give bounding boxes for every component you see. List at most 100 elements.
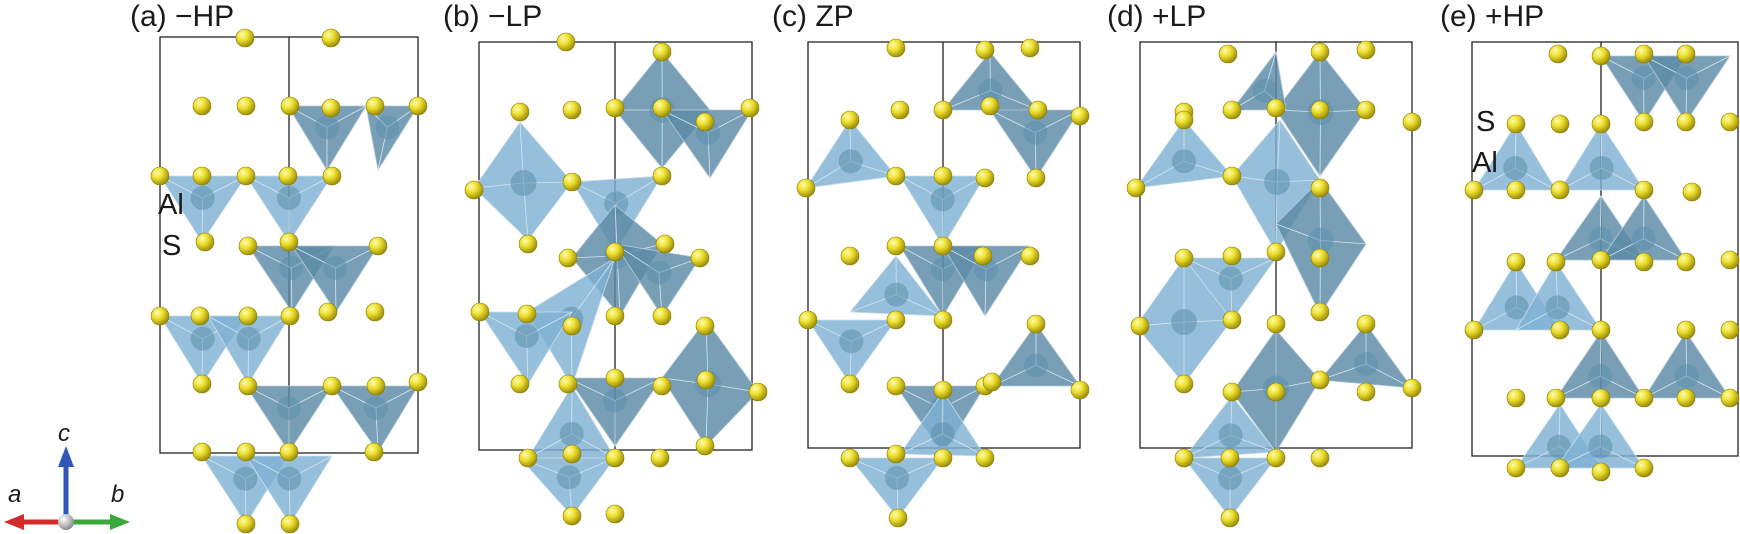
s-atom [1464,320,1484,340]
s-atom [408,96,428,116]
s-atom [605,504,625,524]
s-atom [1020,38,1040,58]
s-atom [238,376,258,396]
al-atom [277,186,301,210]
s-atom [279,232,299,252]
s-atom [1266,448,1286,468]
al-atom [557,465,581,490]
s-atom [365,302,385,322]
s-atom [1310,178,1330,198]
s-atom [1356,382,1376,402]
axes-indicator: c a b [4,420,130,530]
s-atom [696,370,716,390]
al-atom [604,191,629,216]
s-atom [1356,314,1376,334]
s-atom [238,236,258,256]
s-atom [1218,44,1238,64]
s-atom [1266,382,1286,402]
al-atom [978,78,1003,103]
al-atom [1547,434,1571,459]
al-atom [1354,352,1378,376]
al-atom [839,329,864,354]
s-atom [1130,316,1150,336]
s-atom [518,234,538,254]
s-atom [510,374,530,394]
s-atom [562,444,582,464]
al-atom [1588,434,1613,459]
al-atom [277,466,302,491]
s-atom [1506,114,1526,134]
s-atom [1634,180,1654,200]
s-atom [1634,458,1654,478]
s-atom [321,98,341,118]
s-atom [1464,180,1484,200]
panel-label-d: (d) +LP [1107,0,1206,33]
al-atom [1503,156,1528,180]
s-atom [1676,320,1696,340]
s-atom [1591,320,1611,340]
panel-d [1126,40,1422,528]
s-atom [470,302,490,322]
al-atom [510,170,537,196]
s-atom [695,316,715,336]
s-atom [975,40,995,60]
s-atom [1591,250,1611,270]
s-atom [933,380,953,400]
s-atom [1676,112,1696,132]
s-atom [655,234,675,254]
s-atom [517,304,537,324]
al-atom [1631,66,1656,90]
s-atom [1676,388,1696,408]
s-atom [886,376,906,396]
s-atom [236,96,256,116]
s-atom [562,172,582,192]
axis-origin [58,514,74,530]
s-atom [280,514,300,534]
s-atom [1356,40,1376,60]
s-atom [192,166,212,186]
s-atom [1222,246,1242,266]
s-atom [1356,100,1376,120]
al-atom [315,115,339,140]
s-atom [840,374,860,394]
al-atom [323,256,348,280]
s-atom [365,96,385,116]
s-atom [1720,320,1740,340]
s-atom [652,42,672,62]
s-atom [322,376,342,396]
s-atom [1634,388,1654,408]
s-atom [1634,112,1654,132]
s-atom [1550,180,1570,200]
s-atom [1310,370,1330,390]
s-atom [1222,166,1242,186]
s-atom [558,248,578,268]
s-atom [236,166,256,186]
s-atom [190,306,210,326]
s-atom [1222,100,1242,120]
s-atom [1546,252,1566,272]
s-atom [1720,250,1740,270]
s-atom [888,508,908,528]
s-atom [562,506,582,526]
al-atom [1218,423,1243,448]
axis-c-label: c [58,420,70,447]
al-atom [514,324,539,348]
al-atom [364,396,388,420]
s-atom [1126,178,1146,198]
s-atom [840,448,860,468]
s-atom [1634,252,1654,272]
axis-c-arrowhead [58,446,74,467]
s-atom [1026,314,1046,334]
s-atom [695,436,715,456]
s-atom [558,374,578,394]
s-atom [890,100,910,120]
al-atom [1674,364,1699,388]
al-atom [1545,295,1570,320]
al-atom [1588,226,1613,251]
s-atom [1310,42,1330,62]
s-atom [510,102,530,122]
s-atom [1676,252,1696,272]
s-atom [1310,302,1330,322]
s-atom [192,96,212,116]
